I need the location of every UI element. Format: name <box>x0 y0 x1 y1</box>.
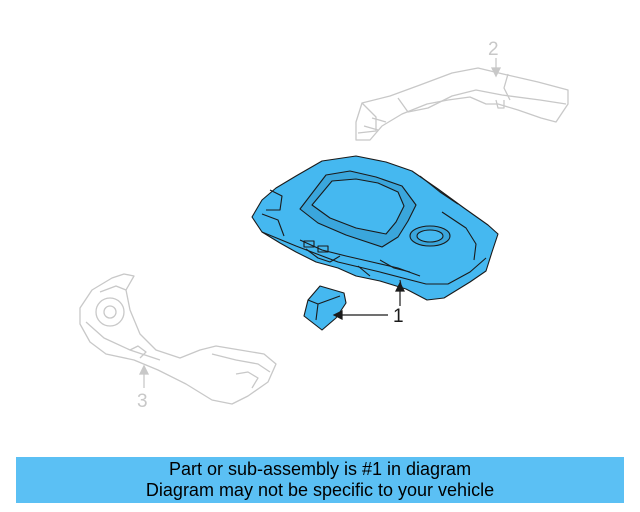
callout-3-leader <box>138 364 150 388</box>
part-1-engine-cover <box>251 155 499 301</box>
part-1-bracket <box>303 285 347 331</box>
callout-2-label: 2 <box>488 39 499 60</box>
parts-diagram: 2 1 <box>79 39 569 412</box>
callout-2-leader <box>490 58 502 78</box>
callout-1-leader <box>332 281 405 320</box>
callout-1-label: 1 <box>393 306 404 327</box>
part-3-cover-ghost <box>79 273 277 405</box>
info-banner: Part or sub-assembly is #1 in diagram Di… <box>16 457 624 503</box>
callout-3-label: 3 <box>137 391 148 412</box>
banner-line-2: Diagram may not be specific to your vehi… <box>145 480 495 500</box>
part-2-cover-ghost <box>355 67 569 141</box>
banner-line-1: Part or sub-assembly is #1 in diagram <box>168 459 472 479</box>
